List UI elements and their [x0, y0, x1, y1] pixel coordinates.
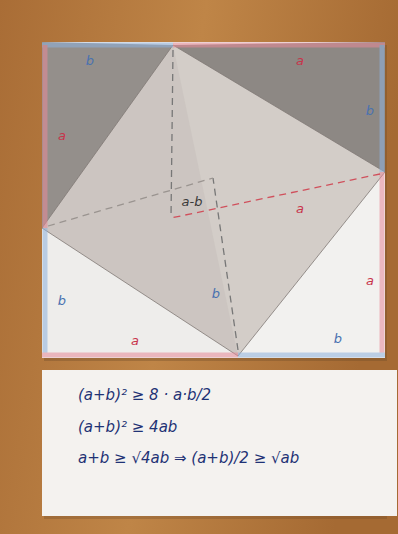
side-label: a-b	[182, 195, 203, 208]
formula-line: (a+b)² ≥ 8 · a·b/2	[78, 386, 397, 406]
side-label: b	[366, 104, 374, 117]
formula-line: a+b ≥ √4ab ⇒ (a+b)/2 ≥ √ab	[78, 449, 397, 469]
note-paper: (a+b)² ≥ 8 · a·b/2 (a+b)² ≥ 4ab a+b ≥ √4ab…	[42, 370, 397, 516]
folded-flap	[173, 42, 385, 172]
side-label: a	[58, 129, 66, 142]
triangle	[42, 228, 238, 358]
side-label: a	[131, 334, 139, 347]
formula-line: (a+b)² ≥ 4ab	[78, 418, 397, 438]
side-label: a	[366, 274, 374, 287]
side-label: a	[296, 202, 304, 215]
side-label: b	[334, 332, 342, 345]
fold-lines	[42, 45, 385, 356]
folded-flap	[42, 42, 173, 228]
side-label: b	[58, 294, 66, 307]
edge-strips	[42, 45, 385, 356]
paper-sheet	[42, 42, 385, 358]
side-label: a	[296, 54, 304, 67]
side-label: b	[86, 54, 94, 67]
side-label: b	[212, 287, 220, 300]
dashed-legs	[48, 50, 380, 350]
